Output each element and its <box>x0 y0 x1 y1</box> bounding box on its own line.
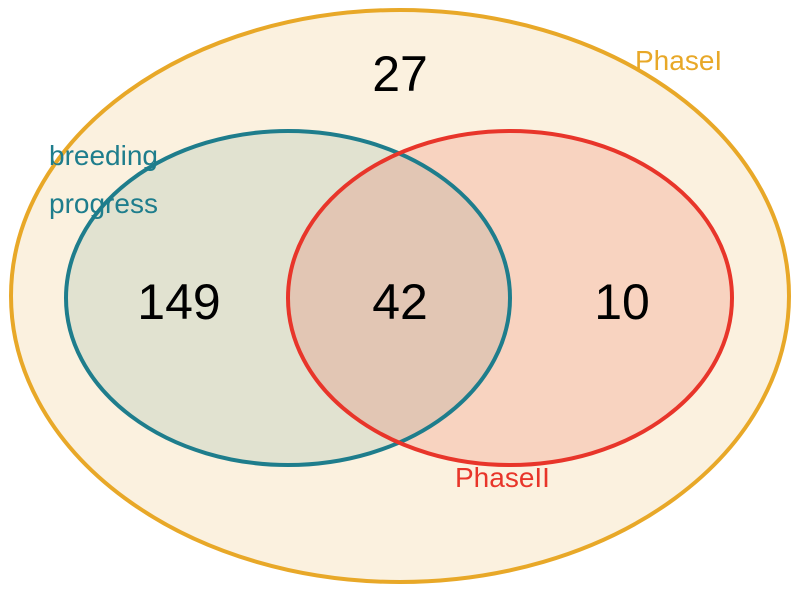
breeding-progress-label-line2: progress <box>49 188 158 219</box>
intersection-count: 42 <box>372 274 428 330</box>
phase-i-label: PhaseI <box>635 45 722 76</box>
phase-ii-only-count: 10 <box>594 274 650 330</box>
phase-ii-ellipse <box>286 129 734 467</box>
breeding-progress-ellipse <box>64 129 512 467</box>
breeding-progress-label-line1: breeding <box>49 140 158 171</box>
outer-only-count: 27 <box>372 46 428 102</box>
intersection-region <box>288 131 510 465</box>
breeding-progress-only-count: 149 <box>137 274 220 330</box>
phase-ii-label: PhaseII <box>455 462 550 493</box>
